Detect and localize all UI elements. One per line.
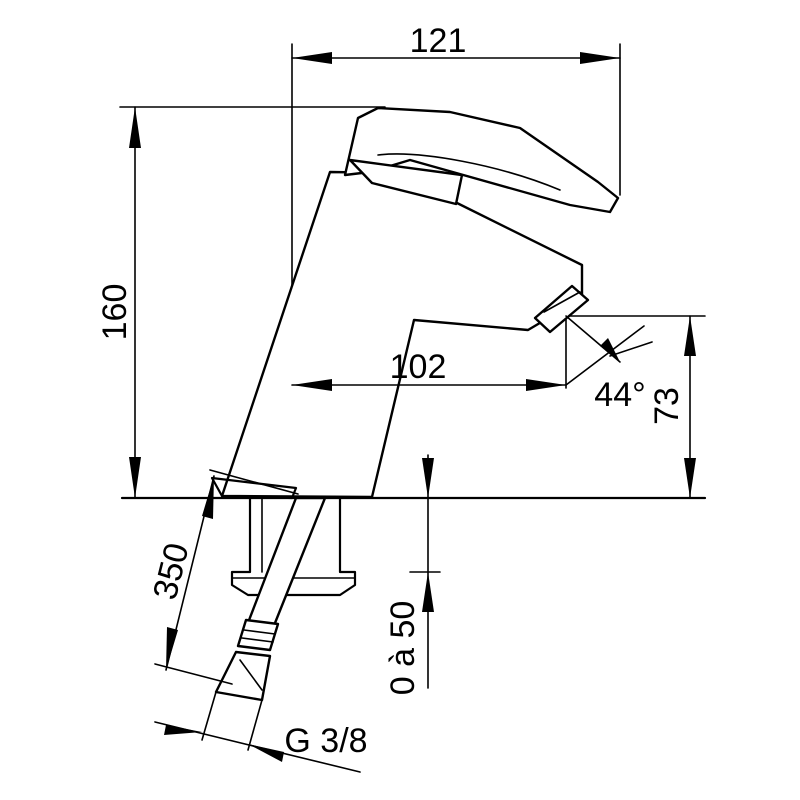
dimension-350: 350 xyxy=(146,469,299,685)
faucet-body xyxy=(210,170,590,500)
label-350: 350 xyxy=(146,539,197,603)
angle-44: 44° xyxy=(565,315,653,414)
lever-handle xyxy=(343,106,620,214)
dimension-102: 102 xyxy=(291,348,567,391)
dimension-121: 121 xyxy=(291,22,621,64)
label-44: 44° xyxy=(594,376,645,414)
flexible-hose xyxy=(214,496,327,702)
label-g38: G 3/8 xyxy=(284,722,367,760)
dimension-160: 160 xyxy=(96,106,141,499)
label-160: 160 xyxy=(96,284,134,341)
label-121: 121 xyxy=(410,22,467,60)
dimension-0-a-50: 0 à 50 xyxy=(384,458,441,696)
connection-g38: G 3/8 xyxy=(154,691,368,773)
label-73: 73 xyxy=(648,387,686,425)
label-102: 102 xyxy=(390,348,447,386)
dimension-73: 73 xyxy=(648,315,696,499)
label-0-a-50: 0 à 50 xyxy=(384,601,422,696)
